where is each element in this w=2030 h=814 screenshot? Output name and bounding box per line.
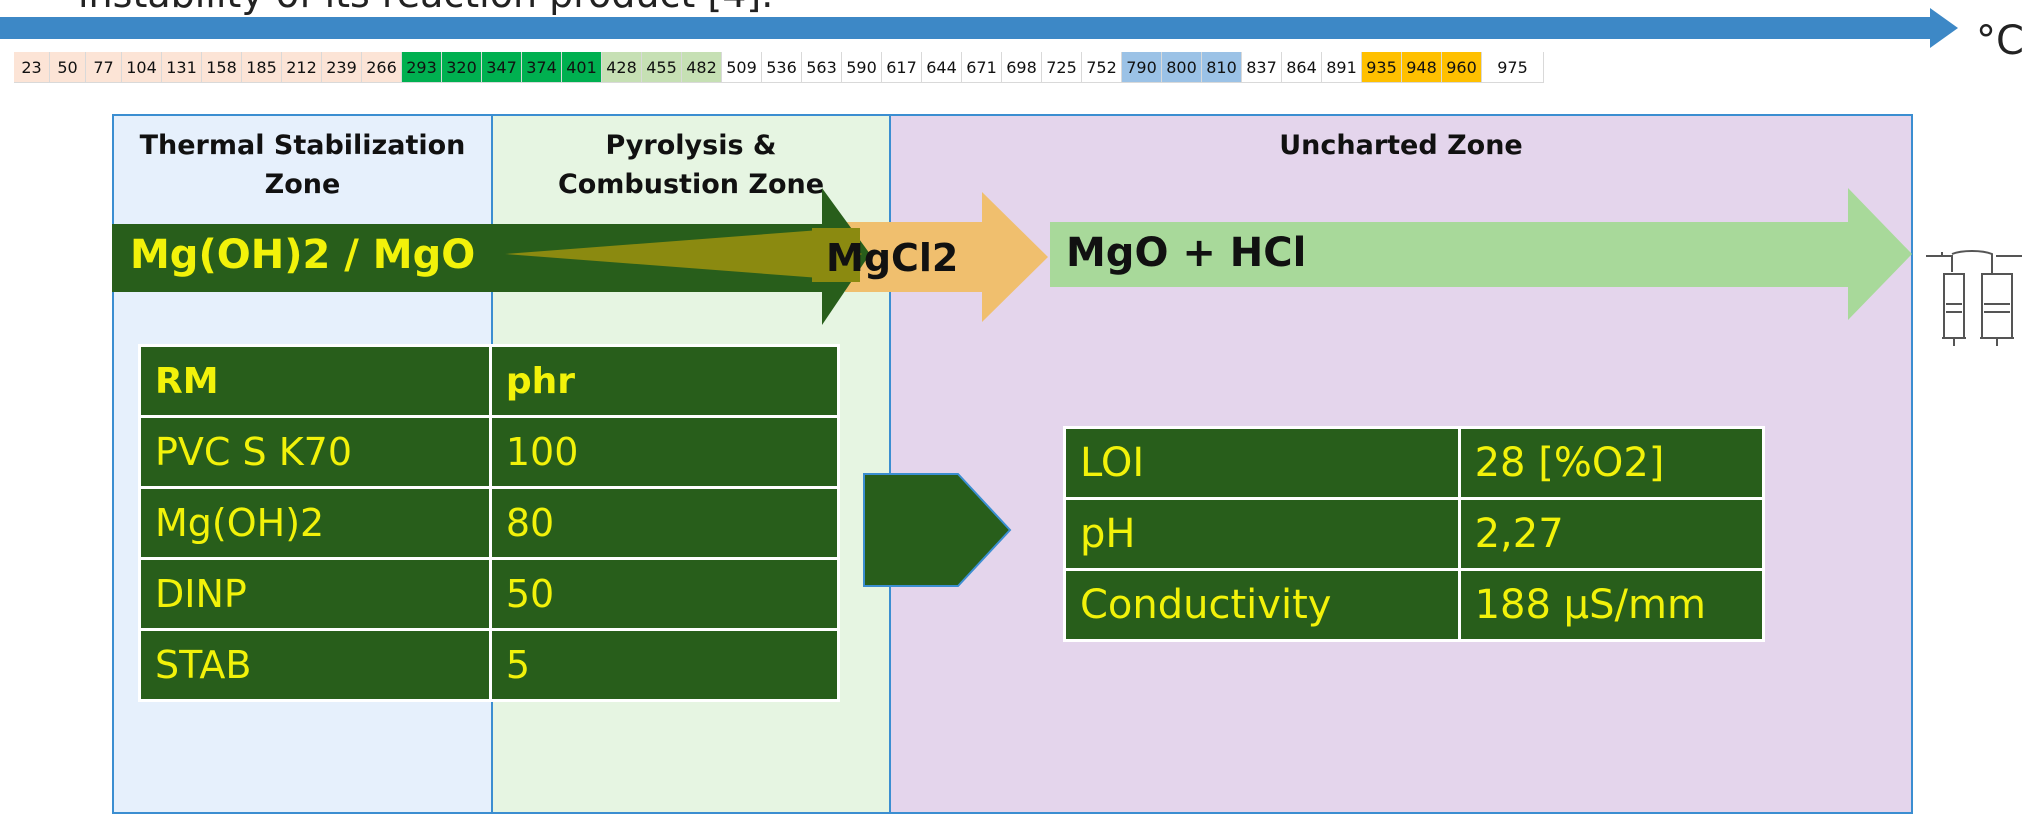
mgo-hcl-arrow <box>1050 188 1912 320</box>
temperature-cell: 960 <box>1442 52 1482 83</box>
temperature-cell: 293 <box>402 52 442 83</box>
mg-oh2-arrow <box>112 188 870 325</box>
lab-apparatus-icon <box>1926 250 2022 346</box>
temperature-cell: 212 <box>282 52 322 83</box>
temperature-cell: 77 <box>86 52 122 83</box>
mgcl2-arrow <box>845 192 1048 322</box>
zone-title-thermal: Thermal Stabilization Zone <box>139 130 466 200</box>
zone-title-uncharted: Uncharted Zone <box>1279 130 1523 161</box>
label-mgcl2: MgCl2 <box>826 236 959 280</box>
temperature-cell: 810 <box>1202 52 1242 83</box>
value-cell: 2,27 <box>1457 497 1766 571</box>
temperature-cell: 158 <box>202 52 242 83</box>
temperature-cell: 509 <box>722 52 762 83</box>
table-row: pH 2,27 <box>1063 497 1766 571</box>
formulation-header-row: RM phr <box>138 344 841 418</box>
phr-cell: 5 <box>488 628 841 702</box>
temperature-cell: 891 <box>1322 52 1362 83</box>
temperature-cell: 239 <box>322 52 362 83</box>
property-cell: LOI <box>1063 426 1461 500</box>
temperature-cell: 644 <box>922 52 962 83</box>
temperature-cell: 752 <box>1082 52 1122 83</box>
material-cell: STAB <box>138 628 492 702</box>
header-rm: RM <box>138 344 492 418</box>
label-mgo-hcl: MgO + HCl <box>1066 230 1307 276</box>
phr-cell: 50 <box>488 557 841 631</box>
material-cell: PVC S K70 <box>138 415 492 489</box>
value-cell: 28 [%O2] <box>1457 426 1766 500</box>
table-row: DINP 50 <box>138 557 841 631</box>
result-arrow-icon <box>863 473 1012 587</box>
table-row: Mg(OH)2 80 <box>138 486 841 560</box>
header-phr: phr <box>488 344 841 418</box>
label-mg-oh2-mgo: Mg(OH)2 / MgO <box>130 232 476 278</box>
temperature-cell: 800 <box>1162 52 1202 83</box>
timeline-arrow-icon <box>0 8 1958 48</box>
material-cell: DINP <box>138 557 492 631</box>
zone-title-pyrolysis: Pyrolysis & Combustion Zone <box>557 130 825 200</box>
property-cell: pH <box>1063 497 1461 571</box>
temperature-cell: 617 <box>882 52 922 83</box>
temperature-cell: 374 <box>522 52 562 83</box>
temperature-cell: 185 <box>242 52 282 83</box>
temperature-cell: 935 <box>1362 52 1402 83</box>
temperature-cell: 725 <box>1042 52 1082 83</box>
temperature-cell: 563 <box>802 52 842 83</box>
temperature-cell: 347 <box>482 52 522 83</box>
temperature-cell: 864 <box>1282 52 1322 83</box>
material-cell: Mg(OH)2 <box>138 486 492 560</box>
formulation-table: RM phr PVC S K70 100 Mg(OH)2 80 DINP 50 … <box>138 344 841 702</box>
phr-cell: 80 <box>488 486 841 560</box>
temperature-cell: 455 <box>642 52 682 83</box>
temperature-cell: 428 <box>602 52 642 83</box>
phr-cell: 100 <box>488 415 841 489</box>
table-row: Conductivity 188 µS/mm <box>1063 568 1766 642</box>
temperature-cell: 698 <box>1002 52 1042 83</box>
temperature-cell: 536 <box>762 52 802 83</box>
table-row: LOI 28 [%O2] <box>1063 426 1766 500</box>
temperature-cell: 320 <box>442 52 482 83</box>
temperature-cell: 837 <box>1242 52 1282 83</box>
temperature-cell: 104 <box>122 52 162 83</box>
table-row: PVC S K70 100 <box>138 415 841 489</box>
temperature-cell: 948 <box>1402 52 1442 83</box>
temperature-cell: 590 <box>842 52 882 83</box>
temperature-cell: 50 <box>50 52 86 83</box>
temperature-cell: 482 <box>682 52 722 83</box>
temperature-cell: 23 <box>14 52 50 83</box>
temperature-cell: 131 <box>162 52 202 83</box>
transition-gradient <box>505 230 862 278</box>
temperature-unit: °C <box>1976 18 2024 64</box>
results-table: LOI 28 [%O2] pH 2,27 Conductivity 188 µS… <box>1063 426 1766 642</box>
value-cell: 188 µS/mm <box>1457 568 1766 642</box>
property-cell: Conductivity <box>1063 568 1461 642</box>
temperature-cell: 790 <box>1122 52 1162 83</box>
temperature-cell: 266 <box>362 52 402 83</box>
temperature-cell: 975 <box>1482 52 1544 83</box>
intro-text: instability of its reaction product [4]. <box>78 0 773 16</box>
temperature-cell: 671 <box>962 52 1002 83</box>
table-row: STAB 5 <box>138 628 841 702</box>
temperature-cell: 401 <box>562 52 602 83</box>
